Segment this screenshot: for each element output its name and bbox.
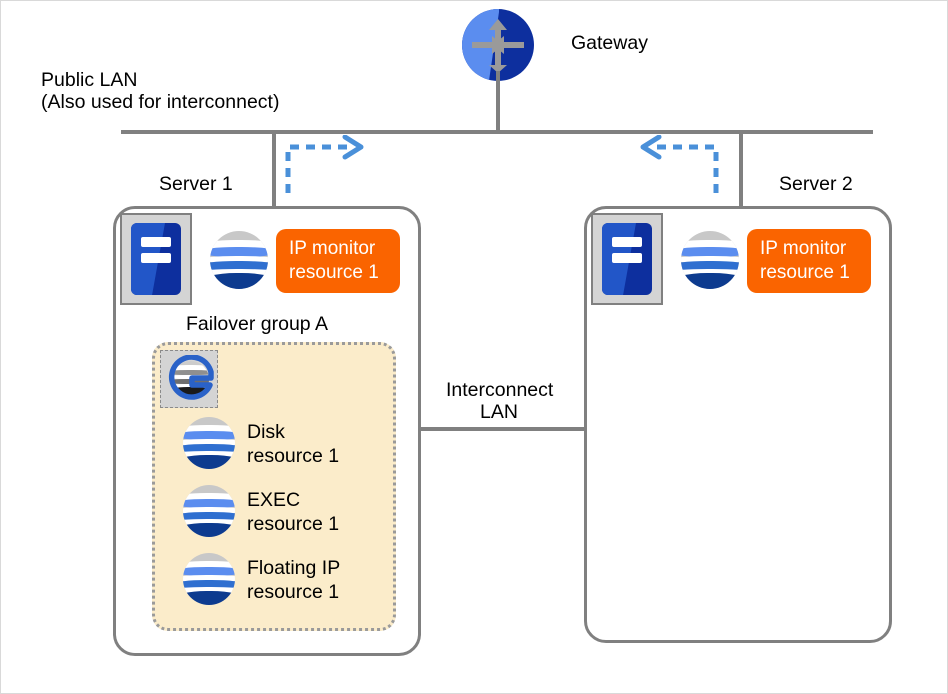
server1-failover-group: Disk resource 1 EXEC resource 1 Floa bbox=[152, 342, 396, 631]
exec-resource-globe-icon bbox=[183, 485, 235, 537]
server1-ip-monitor-badge[interactable]: IP monitor resource 1 bbox=[276, 229, 400, 293]
server1-machine-body bbox=[131, 223, 181, 295]
public-lan-label-line2: (Also used for interconnect) bbox=[41, 91, 280, 113]
server2-box: IP monitor resource 1 bbox=[584, 206, 892, 643]
gateway-label: Gateway bbox=[571, 32, 648, 54]
server1-machine-bar-1 bbox=[141, 236, 171, 247]
server2-ip-monitor-globe-icon bbox=[681, 231, 739, 289]
gateway-drop-line bbox=[496, 71, 500, 133]
gateway-arrows-icon bbox=[472, 19, 524, 73]
server2-machine-body bbox=[602, 223, 652, 295]
disk-resource-globe-icon bbox=[183, 417, 235, 469]
server2-machine-icon bbox=[591, 213, 663, 305]
disk-resource-label: Disk resource 1 bbox=[247, 421, 340, 467]
server1-label: Server 1 bbox=[159, 173, 233, 195]
server2-machine-bar-2 bbox=[612, 253, 642, 264]
failover-group-g-ring bbox=[168, 355, 214, 400]
public-lan-bus bbox=[121, 130, 873, 134]
server2-monitor-arrow bbox=[640, 135, 719, 193]
server1-machine-icon bbox=[120, 213, 192, 305]
server1-monitor-arrow bbox=[285, 135, 364, 193]
server2-machine-bar-1 bbox=[612, 236, 642, 247]
floating-ip-resource-label: Floating IP resource 1 bbox=[247, 557, 341, 603]
server2-public-lan-drop bbox=[739, 130, 743, 208]
server1-box: IP monitor resource 1 Failover group A bbox=[113, 206, 421, 656]
server1-public-lan-drop bbox=[272, 130, 276, 208]
server2-label: Server 2 bbox=[779, 173, 853, 195]
failover-group-icon bbox=[160, 350, 218, 408]
server1-machine-bar-2 bbox=[141, 253, 171, 264]
interconnect-lan-label-line2: LAN bbox=[480, 401, 518, 423]
gateway-router-icon bbox=[462, 9, 534, 81]
floating-ip-resource-globe-icon bbox=[183, 553, 235, 605]
server1-failover-group-label: Failover group A bbox=[186, 313, 328, 335]
server2-ip-monitor-badge[interactable]: IP monitor resource 1 bbox=[747, 229, 871, 293]
server1-ip-monitor-globe-icon bbox=[210, 231, 268, 289]
exec-resource-label: EXEC resource 1 bbox=[247, 489, 340, 535]
public-lan-label-line1: Public LAN bbox=[41, 69, 138, 91]
interconnect-lan-label-line1: Interconnect bbox=[446, 379, 554, 401]
interconnect-lan-line bbox=[419, 427, 587, 431]
